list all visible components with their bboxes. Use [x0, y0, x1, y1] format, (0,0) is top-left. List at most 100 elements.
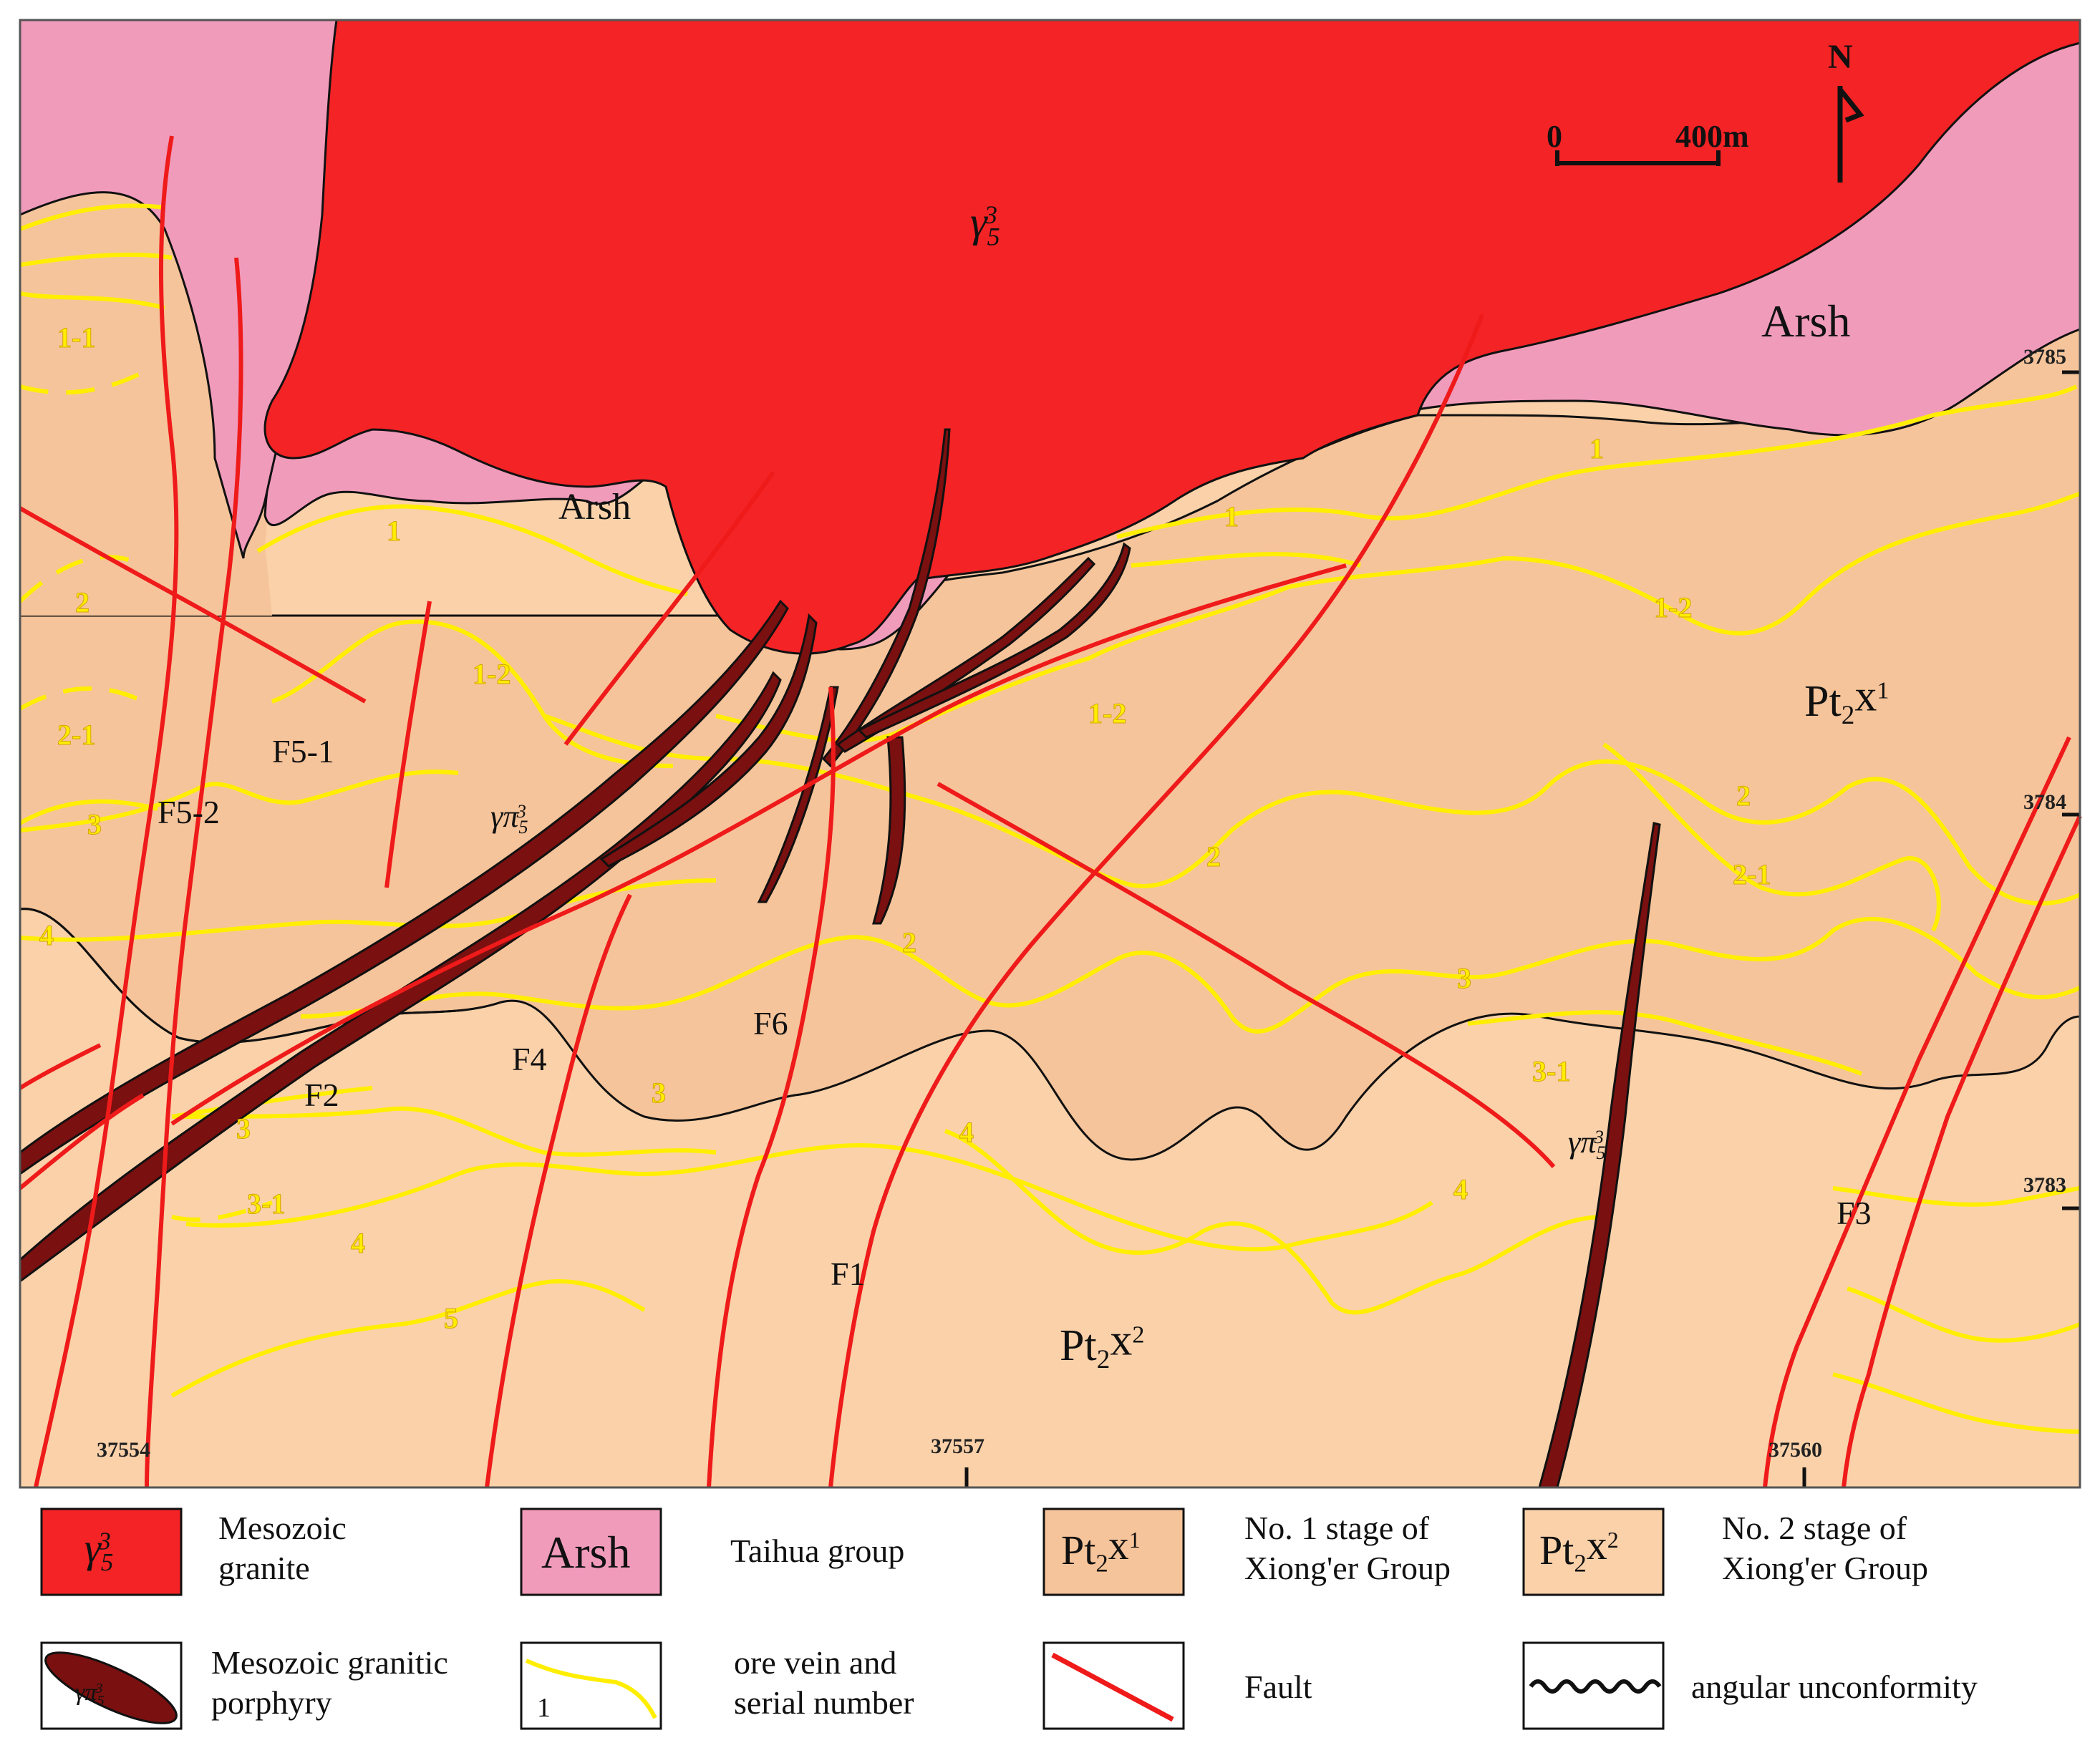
- ore-vein: [19, 370, 145, 395]
- legend-symbol: γπ53: [75, 1679, 105, 1709]
- ore-vein: [1116, 384, 2078, 539]
- fault-line: [145, 257, 243, 1488]
- x-coordinate: 37557: [931, 1434, 984, 1458]
- ore-vein: [19, 686, 145, 711]
- legend-symbol: Arsh: [541, 1527, 630, 1578]
- fault-line: [19, 1093, 145, 1190]
- fault-line: [707, 686, 836, 1488]
- scale-bar: 0 400m: [1547, 119, 1749, 166]
- y-coordinate: 3785: [2023, 345, 2066, 369]
- porphyry-dykes: [19, 428, 1661, 1489]
- ore-vein: [256, 504, 688, 596]
- vein-label: 1-2: [1088, 697, 1126, 729]
- legend-swatch-xiong2: [1522, 1507, 1665, 1596]
- legend-text: Taihua group: [730, 1533, 904, 1569]
- vein-label: 3-1: [247, 1188, 285, 1220]
- vein-labels: 1-1 1 1 1 1-2 1-2 1-2 2 2 2 2 2-1 2-1 3 …: [39, 321, 1771, 1335]
- porphyry-dyke: [872, 736, 906, 925]
- ore-vein: [944, 1129, 1605, 1315]
- vein-label: 2-1: [1733, 858, 1771, 890]
- y-coordinate: 3783: [2023, 1173, 2066, 1197]
- porphyry-label: γπ53: [1568, 1125, 1606, 1163]
- vein-label: 1: [387, 515, 401, 547]
- legend-text: Fault: [1244, 1669, 1312, 1705]
- ore-vein: [185, 1142, 1433, 1252]
- vein-label: 1: [1224, 500, 1239, 533]
- ore-vein: [19, 291, 165, 310]
- faults: [19, 135, 2082, 1488]
- fault-line: [34, 135, 179, 1488]
- ore-vein: [19, 252, 173, 267]
- fault-line: [485, 893, 632, 1488]
- ore-vein: [271, 619, 674, 768]
- fault-label: F5-1: [272, 733, 334, 769]
- xiong-stage2-label: Pt2x2: [1060, 1316, 1144, 1375]
- fault-line: [563, 471, 775, 746]
- vein-label: 5: [444, 1302, 458, 1334]
- vein-label: 1: [1589, 432, 1604, 465]
- legend-swatch-xiong1: [1042, 1507, 1185, 1596]
- legend-symbol: γ53: [84, 1525, 113, 1576]
- ore-vein: [171, 1106, 717, 1157]
- granite-label: γ53: [970, 198, 1000, 251]
- ore-vein: [19, 769, 459, 832]
- vein-label: 1-2: [1654, 591, 1692, 623]
- fault-label: F2: [304, 1077, 339, 1113]
- fault-line: [19, 506, 367, 704]
- fault-line: [1763, 736, 2071, 1488]
- fault-line: [937, 782, 1556, 1168]
- fault-label: F3: [1837, 1195, 1872, 1231]
- ore-vein: [1832, 1186, 2081, 1207]
- ore-vein: [18, 555, 145, 603]
- vein-label: 2: [902, 926, 916, 958]
- porphyry-dyke: [19, 599, 789, 1176]
- taihua-label: Arsh: [1761, 296, 1850, 346]
- ore-vein: [170, 1278, 646, 1398]
- vein-label: 4: [351, 1227, 365, 1259]
- taihua-label: Arsh: [558, 487, 631, 528]
- legend-text: angular unconformity: [1691, 1669, 1978, 1705]
- ore-vein: [19, 799, 158, 825]
- fault-label: F1: [831, 1256, 866, 1292]
- vein-label: 2-1: [57, 719, 95, 751]
- vein-label: 1-1: [57, 321, 95, 354]
- ore-vein: [1602, 742, 1941, 932]
- vein-label: 2: [1736, 780, 1751, 812]
- scale-end: 400m: [1675, 119, 1749, 154]
- geologic-map: γ53 Arsh Arsh Pt2x1 Pt2x2 γπ53 γπ53 F1 F…: [18, 19, 2082, 1489]
- ore-vein: [19, 203, 165, 231]
- fault-line: [384, 601, 432, 888]
- vein-label: 2: [75, 586, 89, 618]
- fault-label: F6: [753, 1005, 788, 1042]
- ore-vein: [171, 1200, 273, 1222]
- granite-area: [263, 19, 2081, 655]
- legend-symbol: Pt2x1: [1061, 1522, 1141, 1577]
- ore-vein: [1832, 1372, 2081, 1434]
- legend-swatch-taihua: [520, 1507, 662, 1596]
- ore-vein: [543, 714, 2081, 906]
- vein-label: 1-2: [473, 658, 511, 690]
- vein-label: 3: [87, 808, 102, 840]
- fault-label: F5-2: [158, 794, 220, 830]
- ore-vein: [300, 917, 2081, 1034]
- ore-vein: [1467, 1010, 1863, 1076]
- ore-vein: [1847, 1286, 2081, 1343]
- vein-label: 3: [652, 1077, 666, 1109]
- porphyry-label: γπ53: [490, 799, 528, 837]
- porphyry-dyke: [599, 613, 818, 868]
- porphyry-dyke: [757, 686, 839, 903]
- north-arrow: N: [1828, 38, 1864, 183]
- legend-symbol: 1: [537, 1693, 551, 1723]
- scale-zero: 0: [1547, 119, 1562, 154]
- fault-line: [828, 314, 1484, 1488]
- north-label: N: [1828, 38, 1853, 76]
- ore-vein: [715, 492, 2081, 743]
- x-coordinate: 37554: [97, 1438, 150, 1462]
- legend-symbol: Pt2x2: [1539, 1522, 1619, 1577]
